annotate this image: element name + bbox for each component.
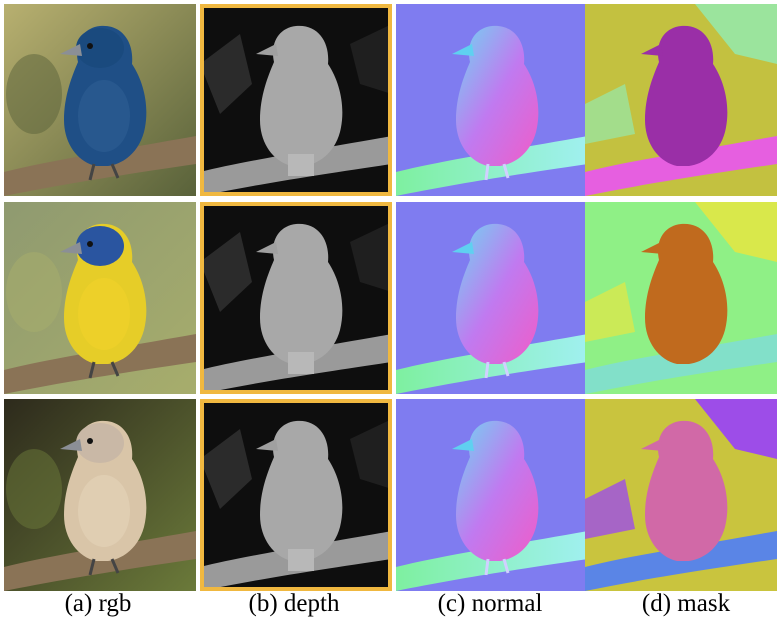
caption-mask: (d) mask (641, 590, 731, 617)
mask-image-row-3 (585, 399, 777, 591)
caption-rgb: (a) rgb (64, 590, 132, 617)
mask-image-row-1 (585, 4, 777, 196)
rgb-image-row-3 (4, 399, 196, 591)
rgb-image-row-1 (4, 4, 196, 196)
normal-image-row-2 (396, 202, 588, 394)
caption-normal: (c) normal (437, 590, 543, 617)
rgb-image-row-2 (4, 202, 196, 394)
depth-image-row-3 (200, 399, 392, 591)
mask-image-row-2 (585, 202, 777, 394)
depth-image-row-2 (200, 202, 392, 394)
caption-depth: (b) depth (248, 590, 340, 617)
normal-image-row-3 (396, 399, 588, 591)
depth-image-row-1 (200, 4, 392, 196)
normal-image-row-1 (396, 4, 588, 196)
